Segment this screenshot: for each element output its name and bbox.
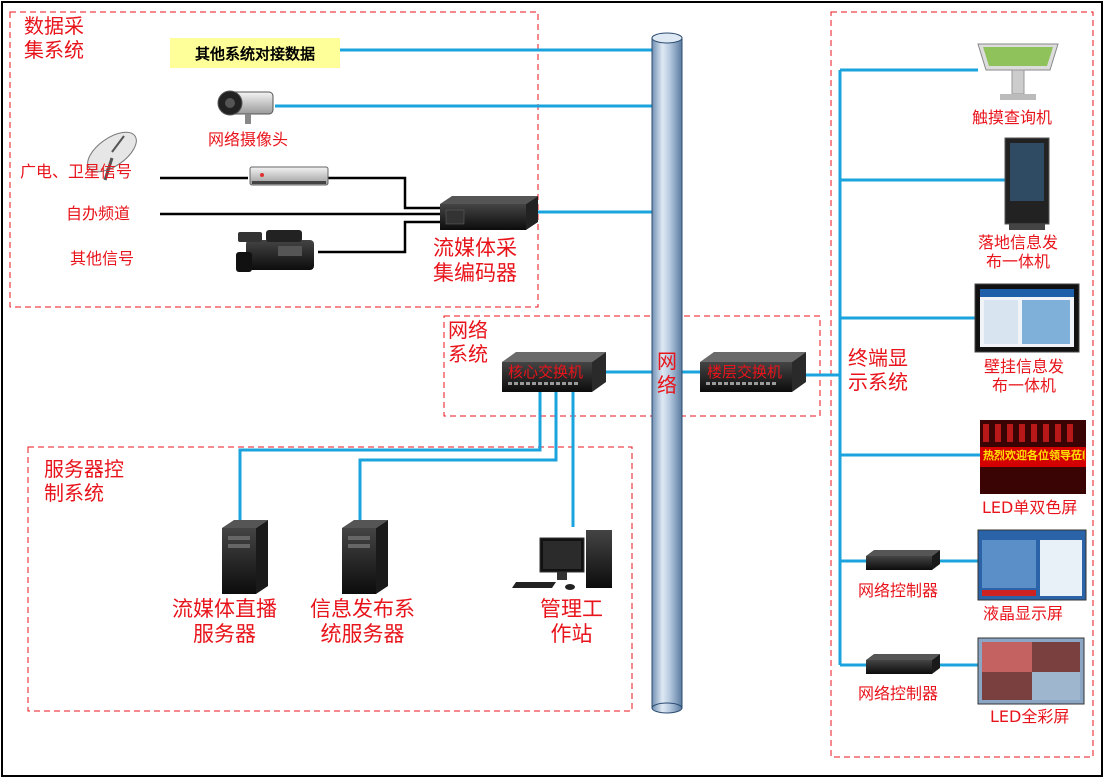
- link-other-signal: [318, 220, 440, 254]
- link-info-server: [358, 392, 558, 525]
- net-controller-1-icon: [866, 550, 940, 570]
- net-controller-2-label: 网络控制器: [858, 684, 939, 703]
- led-full-color-label: LED全彩屏: [990, 707, 1070, 726]
- led-single-dual-icon: [980, 420, 1086, 494]
- info-server-label: 信息发布系 统服务器: [310, 597, 415, 647]
- lcd-screen-label: 液晶显示屏: [983, 604, 1064, 623]
- net-controller-2-icon: [866, 654, 940, 674]
- core-switch-icon: [502, 352, 606, 392]
- touch-kiosk-label: 触摸查询机: [972, 108, 1053, 127]
- led-full-color-icon: [977, 637, 1085, 705]
- server-control-box: [27, 446, 633, 712]
- floor-standing-icon: [1004, 137, 1050, 230]
- other-signal-label: 其他信号: [70, 249, 135, 268]
- camera-icon: [217, 90, 274, 124]
- broadcast-satellite-label: 广电、卫星信号: [20, 162, 133, 181]
- lcd-screen-icon: [977, 529, 1087, 601]
- net-controller-1-label: 网络控制器: [858, 581, 939, 600]
- workstation-icon: [512, 530, 612, 590]
- link-receiver-encoder: [328, 176, 440, 210]
- data-collection-box: [9, 11, 539, 308]
- network-backbone-pipe: [651, 32, 683, 714]
- receiver-icon: [249, 166, 329, 186]
- link-streaming-server: [238, 392, 542, 525]
- touch-kiosk-icon: [977, 43, 1059, 100]
- streaming-server-icon: [222, 520, 268, 594]
- network-box: [443, 315, 821, 417]
- wall-mounted-icon: [974, 283, 1080, 353]
- network-system-title: 网络 系统: [448, 318, 488, 366]
- wall-mounted-label: 壁挂信息发 布一体机: [984, 357, 1065, 396]
- encoder-icon: [440, 196, 538, 230]
- floor-standing-label: 落地信息发 布一体机: [978, 233, 1059, 272]
- terminal-display-title: 终端显 示系统: [848, 346, 908, 394]
- led-marquee-text: 热烈欢迎各位领导莅临指导: [983, 449, 1085, 462]
- backbone-label: 网 络: [657, 349, 677, 397]
- server-control-title: 服务器控 制系统: [44, 457, 124, 505]
- workstation-label: 管理工 作站: [540, 597, 603, 647]
- self-channel-label: 自办频道: [66, 204, 131, 223]
- camcorder-icon: [236, 230, 314, 272]
- encoder-label: 流媒体采 集编码器: [433, 236, 517, 286]
- info-server-icon: [342, 520, 388, 594]
- satellite-dish-icon: [87, 131, 137, 181]
- floor-switch-label: 楼层交换机: [707, 363, 783, 381]
- streaming-server-label: 流媒体直播 服务器: [172, 597, 277, 647]
- other-system-data-label: 其他系统对接数据: [170, 38, 340, 68]
- core-switch-label: 核心交换机: [508, 363, 584, 381]
- floor-switch-icon: [700, 352, 806, 392]
- led-single-dual-label: LED单双色屏: [982, 498, 1078, 517]
- data-collection-title: 数据采 集系统: [24, 14, 84, 62]
- terminal-display-box: [830, 11, 1094, 758]
- network-camera-label: 网络摄像头: [208, 130, 289, 149]
